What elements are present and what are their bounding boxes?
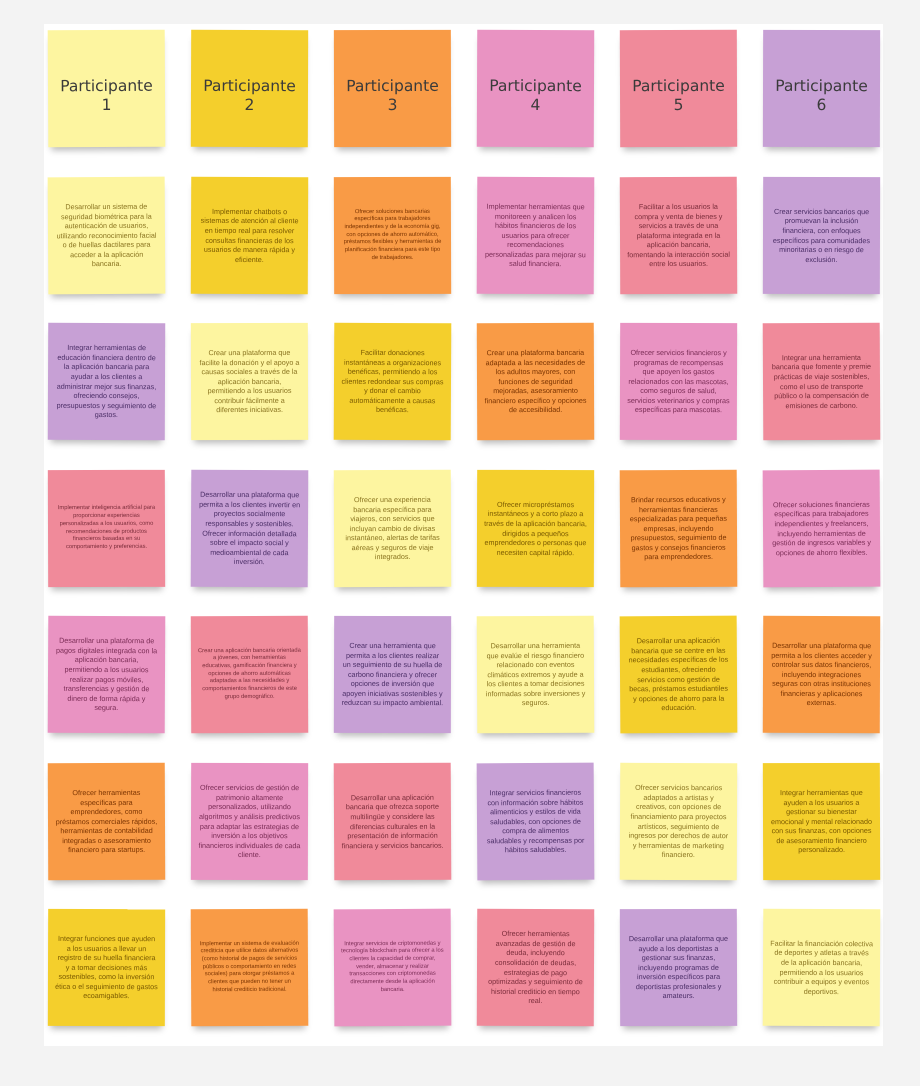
sticky-note[interactable]: Desarrollar una aplicación bancaria que …	[333, 762, 452, 881]
sticky-note[interactable]: Ofrecer soluciones bancarias específicas…	[333, 176, 452, 295]
sticky-note[interactable]: Ofrecer servicios bancarios adaptados a …	[619, 762, 738, 881]
sticky-note[interactable]: Crear una plataforma que facilite la don…	[190, 322, 309, 441]
sticky-note[interactable]: Ofrecer soluciones financieras específic…	[762, 469, 881, 588]
sticky-note[interactable]: Implementar herramientas que monitoreen …	[476, 176, 595, 295]
participant-label: Participante 2	[203, 76, 296, 114]
note-text: Desarrollar una herramienta que evalúe e…	[485, 640, 586, 708]
participant-header-5[interactable]: Participante 5	[619, 29, 738, 148]
sticky-note[interactable]: Integrar herramientas de educación finan…	[47, 322, 166, 441]
sticky-note[interactable]: Desarrollar una aplicación bancaria que …	[619, 615, 738, 734]
sticky-note[interactable]: Desarrollar una plataforma que ayude a l…	[619, 908, 738, 1027]
note-text: Ofrecer servicios bancarios adaptados a …	[628, 783, 729, 860]
note-text: Ofrecer una experiencia bancaria específ…	[345, 494, 440, 562]
note-text: Desarrollar una plataforma que ayude a l…	[628, 933, 728, 1001]
note-text: Facilitar a los usuarios la compra y ven…	[627, 201, 730, 269]
note-text: Desarrollar una aplicación bancaria que …	[341, 792, 444, 850]
sticky-note[interactable]: Implementar chatbots o sistemas de atenc…	[190, 176, 309, 295]
participant-header-6[interactable]: Participante 6	[762, 29, 881, 148]
sticky-note[interactable]: Integrar servicios financieros con infor…	[476, 762, 595, 881]
sticky-note[interactable]: Crear una herramienta que permita a los …	[333, 615, 452, 734]
sticky-note[interactable]: Ofrecer herramientas específicas para em…	[47, 762, 166, 881]
note-text: Implementar inteligencia artificial para…	[57, 505, 156, 551]
sticky-note[interactable]: Facilitar a los usuarios la compra y ven…	[619, 176, 738, 295]
note-text: Ofrecer servicios financieros y programa…	[627, 347, 730, 415]
sticky-note[interactable]: Desarrollar una plataforma que permita a…	[190, 469, 309, 588]
sticky-note[interactable]: Implementar un sistema de evaluación cre…	[190, 908, 309, 1027]
sticky-note[interactable]: Desarrollar un sistema de seguridad biom…	[47, 176, 166, 295]
note-text: Facilitar la financiación colectiva de d…	[770, 938, 873, 996]
sticky-note[interactable]: Ofrecer servicios financieros y programa…	[619, 322, 738, 441]
sticky-note[interactable]: Desarrollar una plataforma que permita a…	[762, 615, 881, 734]
sticky-note[interactable]: Implementar inteligencia artificial para…	[47, 469, 166, 588]
note-text: Desarrollar una plataforma que permita a…	[199, 489, 301, 567]
sticky-note[interactable]: Crear servicios bancarios que promuevan …	[762, 176, 881, 295]
note-text: Crear una plataforma bancaria adaptada a…	[484, 347, 587, 415]
note-text: Desarrollar una plataforma que permita a…	[771, 640, 872, 708]
note-text: Ofrecer herramientas específicas para em…	[55, 787, 158, 855]
sticky-note[interactable]: Ofrecer micropréstamos instantáneos y a …	[476, 469, 595, 588]
sticky-note[interactable]: Ofrecer herramientas avanzadas de gestió…	[476, 908, 595, 1027]
note-text: Ofrecer micropréstamos instantáneos y a …	[484, 499, 587, 557]
note-text: Crear una plataforma que facilite la don…	[199, 347, 300, 415]
note-text: Desarrollar una aplicación bancaria que …	[628, 635, 729, 713]
whiteboard: Participante 1 Participante 2 Participante…	[44, 24, 883, 1046]
participant-label: Participante 6	[775, 76, 868, 114]
note-text: Integrar servicios de criptomonedas y te…	[341, 940, 444, 993]
participant-label: Participante 4	[489, 76, 582, 114]
note-text: Facilitar donaciones instantáneas a orga…	[341, 347, 444, 415]
note-text: Ofrecer soluciones bancarias específicas…	[343, 208, 442, 261]
note-text: Brindar recursos educativos y herramient…	[629, 494, 728, 562]
note-text: Implementar chatbots o sistemas de atenc…	[200, 206, 299, 264]
participant-header-4[interactable]: Participante 4	[476, 29, 595, 148]
note-text: Integrar herramientas de educación finan…	[56, 343, 157, 420]
note-text: Ofrecer herramientas avanzadas de gestió…	[488, 929, 583, 1006]
note-text: Ofrecer servicios de gestión de patrimon…	[198, 783, 301, 860]
participant-header-2[interactable]: Participante 2	[190, 29, 309, 148]
sticky-note[interactable]: Crear una plataforma bancaria adaptada a…	[476, 322, 595, 441]
note-text: Integrar servicios financieros con infor…	[486, 787, 585, 855]
participant-header-3[interactable]: Participante 3	[333, 29, 452, 148]
participant-label: Participante 3	[346, 76, 439, 114]
sticky-note[interactable]: Integrar funciones que ayuden a los usua…	[47, 908, 166, 1027]
sticky-note[interactable]: Facilitar la financiación colectiva de d…	[762, 908, 881, 1027]
note-text: Implementar un sistema de evaluación cre…	[199, 940, 300, 993]
participant-label: Participante 5	[632, 76, 725, 114]
participant-label: Participante 1	[60, 76, 153, 114]
note-text: Desarrollar un sistema de seguridad biom…	[56, 201, 157, 269]
note-text: Integrar funciones que ayuden a los usua…	[55, 933, 158, 1001]
sticky-note[interactable]: Integrar servicios de criptomonedas y te…	[333, 908, 452, 1027]
note-text: Integrar una herramienta bancaria que fo…	[771, 352, 871, 410]
note-text: Crear una herramienta que permita a los …	[341, 640, 444, 708]
note-text: Crear una aplicación bancaria orientada …	[197, 647, 301, 700]
sticky-note[interactable]: Facilitar donaciones instantáneas a orga…	[333, 322, 452, 441]
sticky-note[interactable]: Ofrecer servicios de gestión de patrimon…	[190, 762, 309, 881]
sticky-note[interactable]: Integrar una herramienta bancaria que fo…	[762, 322, 881, 441]
note-text: Implementar herramientas que monitoreen …	[485, 201, 586, 269]
note-text: Integrar herramientas que ayuden a los u…	[770, 787, 873, 855]
note-text: Desarrollar una plataforma de pagos digi…	[56, 635, 158, 713]
note-text: Ofrecer soluciones financieras específic…	[772, 499, 871, 557]
note-text: Crear servicios bancarios que promuevan …	[772, 206, 871, 264]
sticky-note[interactable]: Integrar herramientas que ayuden a los u…	[762, 762, 881, 881]
sticky-note[interactable]: Ofrecer una experiencia bancaria específ…	[333, 469, 452, 588]
participant-header-1[interactable]: Participante 1	[47, 29, 166, 148]
sticky-note[interactable]: Desarrollar una plataforma de pagos digi…	[47, 615, 166, 734]
sticky-note[interactable]: Crear una aplicación bancaria orientada …	[190, 615, 309, 734]
sticky-note[interactable]: Brindar recursos educativos y herramient…	[619, 469, 738, 588]
sticky-note[interactable]: Desarrollar una herramienta que evalúe e…	[476, 615, 595, 734]
